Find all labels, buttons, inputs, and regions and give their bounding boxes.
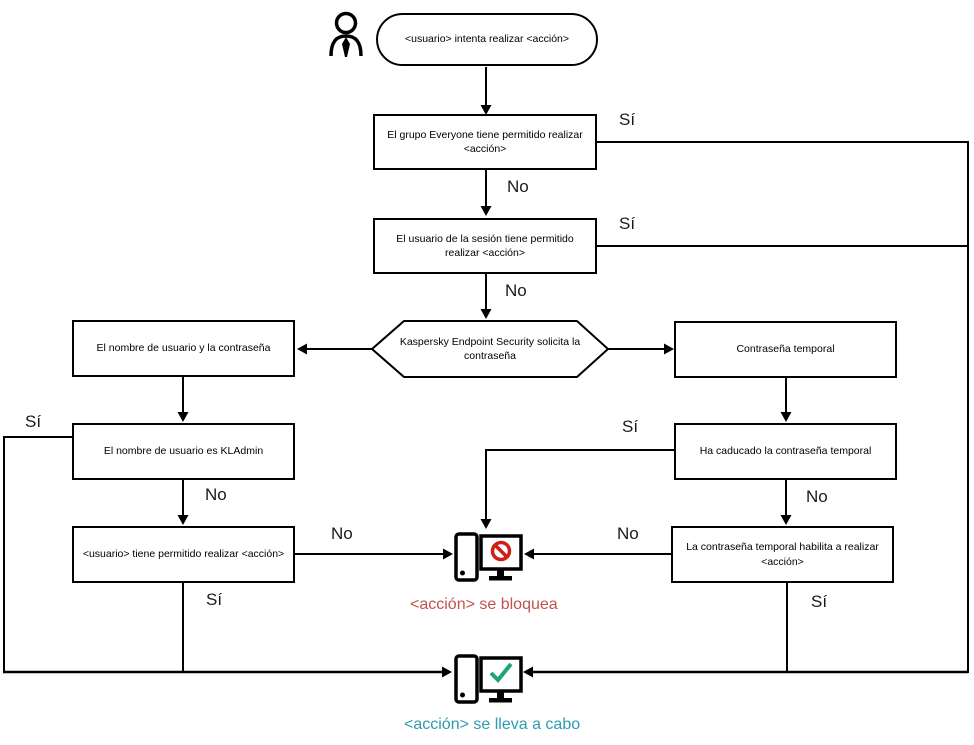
node-temp-expired: Ha caducado la contraseña temporal <box>674 423 897 480</box>
decision-hexagon <box>370 320 610 378</box>
prohibition-icon <box>490 540 512 562</box>
node-kladmin: El nombre de usuario es KLAdmin <box>72 423 295 480</box>
connector-session-no-down <box>480 274 492 319</box>
connector-credentials-to-kladmin <box>177 377 189 422</box>
connector-bottom-right-to-performed <box>523 666 968 678</box>
connector-everyone-no-down <box>480 170 492 216</box>
node-everyone-allowed: El grupo Everyone tiene permitido realiz… <box>373 114 597 170</box>
node-temp-allows: La contraseña temporal habilita a realiz… <box>671 526 894 583</box>
edge-label-expired-no: No <box>806 487 828 506</box>
outcome-performed-text: <acción> se lleva a cabo <box>404 716 581 733</box>
node-temp-password: Contraseña temporal <box>674 321 897 378</box>
edge-label-allowed-yes: Sí <box>206 590 223 609</box>
connector-temp-allows-no-left <box>524 548 671 560</box>
edge-label-everyone-yes: Sí <box>619 110 636 129</box>
checkmark-icon <box>489 662 513 683</box>
connector-bottom-left-to-performed <box>3 666 452 678</box>
edge-label-allowed-no: No <box>331 524 353 543</box>
connector-expired-no-down <box>780 480 792 525</box>
node-kes-prompt: Kaspersky Endpoint Security solicita la … <box>399 335 581 362</box>
connector-start-to-everyone <box>480 67 492 115</box>
connector-everyone-yes-right <box>597 141 969 673</box>
edge-label-session-no: No <box>505 281 527 300</box>
connector-prompt-to-temp-password <box>608 343 674 355</box>
connector-prompt-to-credentials <box>297 343 372 355</box>
person-icon <box>329 11 363 57</box>
edge-label-temp-allows-no: No <box>617 524 639 543</box>
outcome-blocked-text: <acción> se bloquea <box>410 596 558 613</box>
connector-user-allowed-no-right <box>295 548 453 560</box>
connector-kladmin-yes-left <box>3 436 72 673</box>
connector-temp-password-to-expired <box>780 378 792 422</box>
edge-label-kladmin-no: No <box>205 485 227 504</box>
computer-blocked-icon <box>454 532 523 582</box>
node-user-allowed: <usuario> tiene permitido realizar <acci… <box>72 526 295 583</box>
connector-kladmin-no-down <box>177 480 189 525</box>
edge-label-expired-yes: Sí <box>622 417 639 436</box>
edge-label-kladmin-yes: Sí <box>25 412 42 431</box>
edge-label-everyone-no: No <box>507 177 529 196</box>
edge-label-temp-allows-yes: Sí <box>811 592 828 611</box>
computer-check-icon <box>454 654 523 704</box>
node-session-user-allowed: El usuario de la sesión tiene permitido … <box>373 218 597 274</box>
connector-expired-yes-to-blocked <box>480 449 674 529</box>
edge-label-session-yes: Sí <box>619 214 636 233</box>
node-start: <usuario> intenta realizar <acción> <box>376 13 598 66</box>
node-credentials: El nombre de usuario y la contraseña <box>72 320 295 377</box>
